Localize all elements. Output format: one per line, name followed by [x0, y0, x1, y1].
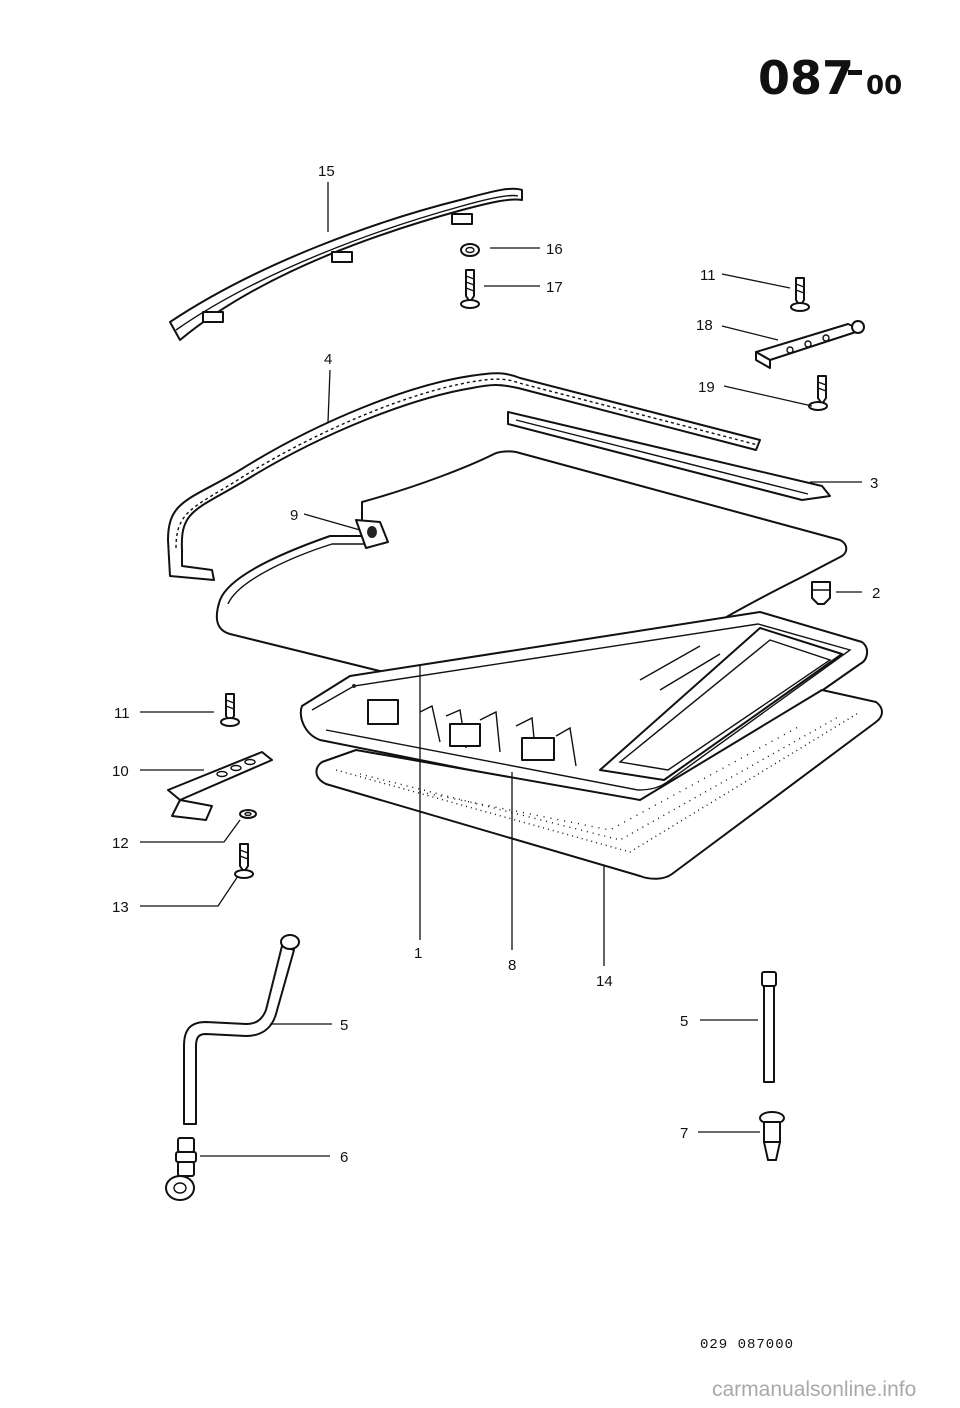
part-11-screw-lower — [220, 693, 240, 727]
callout-5-left: 5 — [340, 1017, 348, 1034]
part-1-sunroof-panel — [215, 450, 848, 720]
part-3-guide-rail — [507, 411, 831, 501]
callout-9: 9 — [290, 507, 298, 524]
callout-2: 2 — [872, 585, 880, 602]
part-11-screw-upper — [790, 277, 810, 312]
callout-19: 19 — [698, 379, 715, 396]
part-19-screw — [808, 375, 828, 411]
callout-7: 7 — [680, 1125, 688, 1142]
diagram-sub-number: 00 — [866, 71, 902, 101]
callout-14: 14 — [596, 973, 613, 990]
part-14-headliner — [315, 689, 883, 880]
callout-17: 17 — [546, 279, 563, 296]
callout-16: 16 — [546, 241, 563, 258]
callout-12: 12 — [112, 835, 129, 852]
part-18-bracket — [755, 320, 865, 369]
diagram-number: 087 — [758, 51, 854, 105]
part-5-drain-tube-bent — [183, 934, 300, 1125]
callout-4: 4 — [324, 351, 332, 368]
part-4-seal-strip — [167, 372, 761, 581]
callout-11-lower: 11 — [114, 705, 130, 722]
diagram-header: 087 00 — [758, 51, 902, 105]
leader-lines — [140, 182, 862, 1157]
callout-3: 3 — [870, 475, 878, 492]
callout-15: 15 — [318, 163, 335, 180]
callout-6: 6 — [340, 1149, 348, 1166]
reference-code: 029 087000 — [700, 1337, 794, 1353]
header-dash — [848, 70, 862, 75]
part-5-drain-tube-straight — [761, 971, 777, 1083]
callout-13: 13 — [112, 899, 129, 916]
frame-ribs — [367, 699, 577, 767]
part-10-bracket — [167, 751, 273, 821]
part-13-screw — [234, 843, 254, 879]
callout-8: 8 — [508, 957, 516, 974]
watermark-text: carmanualsonline.info — [712, 1378, 916, 1401]
callout-10: 10 — [112, 763, 129, 780]
callout-18: 18 — [696, 317, 713, 334]
part-7-valve — [759, 1111, 785, 1161]
callout-1: 1 — [414, 945, 422, 962]
part-6-grommet — [165, 1137, 197, 1201]
callout-labels: 15 16 17 11 18 19 4 3 9 2 11 10 12 13 1 … — [112, 163, 880, 1166]
part-2-plug — [811, 581, 831, 605]
callout-11-upper: 11 — [700, 267, 716, 284]
part-16-washer — [460, 243, 480, 257]
part-17-screw — [460, 269, 480, 309]
part-15-trim-rail — [169, 187, 523, 341]
callout-5-right: 5 — [680, 1013, 688, 1030]
part-12-clip — [239, 809, 257, 819]
